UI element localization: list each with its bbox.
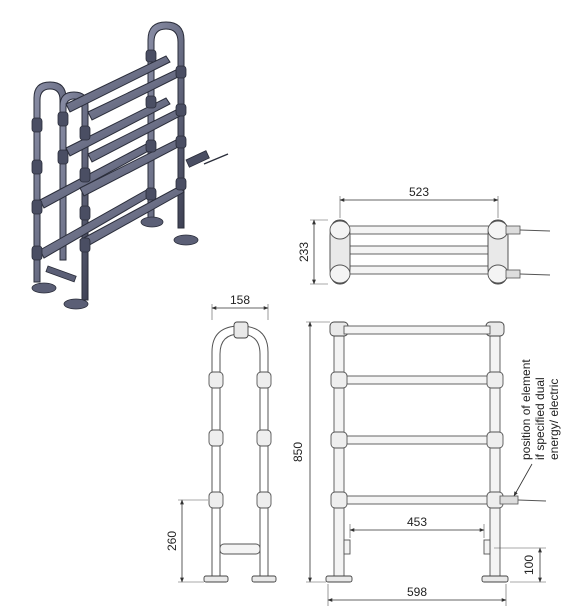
iso-rail-3 <box>39 137 185 209</box>
dim-side-bottom-height: 260 <box>165 531 179 551</box>
note-line-2: if specified dual <box>533 377 547 460</box>
side-view: 158 260 <box>165 293 277 583</box>
iso-feet <box>31 216 199 310</box>
iso-rail-2 <box>65 97 185 163</box>
dim-top-depth: 233 <box>297 242 311 262</box>
isometric-view <box>31 21 229 310</box>
top-view: 523 233 <box>297 185 551 285</box>
note-line-3: energy/ electric <box>547 379 561 460</box>
note-line-1: position of element <box>519 359 533 460</box>
dim-element-spacing: 453 <box>407 515 427 529</box>
dim-top-width: 523 <box>409 185 429 199</box>
iso-rail-1 <box>65 55 185 121</box>
front-view: 850 453 100 598 <box>291 321 547 606</box>
iso-heating-element <box>185 150 229 168</box>
dim-overall-width: 598 <box>407 585 427 599</box>
top-view-elements <box>505 225 551 279</box>
front-rails <box>343 325 491 505</box>
dim-side-depth: 158 <box>230 293 250 307</box>
element-position-note: position of element if specified dual en… <box>519 359 561 460</box>
dim-foot-height: 100 <box>522 555 536 575</box>
dim-overall-height: 850 <box>291 442 305 462</box>
front-heating-element <box>499 463 547 505</box>
